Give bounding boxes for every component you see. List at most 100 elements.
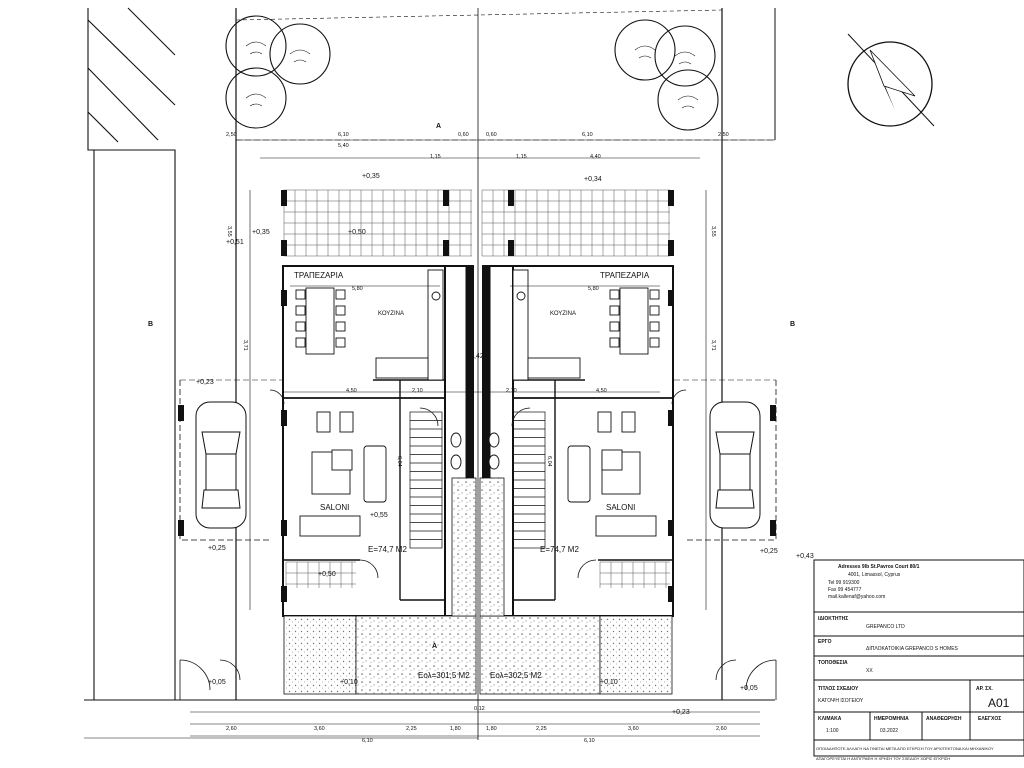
dim-text: 2,10 bbox=[412, 388, 423, 394]
dim-text: 2,50 bbox=[718, 132, 729, 138]
area-label-left: E=74,7 M2 bbox=[368, 545, 407, 554]
dim-text: 0,12 bbox=[474, 706, 485, 712]
room-label-saloni-left: SALONI bbox=[320, 503, 349, 512]
dim-text: 3,60 bbox=[628, 726, 639, 732]
dimension-lines bbox=[190, 139, 775, 737]
dim-text: 1,80 bbox=[486, 726, 497, 732]
location-value: ΧΧ bbox=[866, 668, 873, 674]
room-label-kitchen-left: ΚΟΥΖΙΝΑ bbox=[378, 311, 404, 317]
dim-text: 2,25 bbox=[406, 726, 417, 732]
dim-text: 5,80 bbox=[588, 286, 599, 292]
drawing-number: A01 bbox=[988, 696, 1010, 710]
level-labels: +0,35 +0,34 +0,35 +0,50 +0,42 +0,55 +0,2… bbox=[196, 173, 814, 716]
dim-text: 6,04 bbox=[546, 456, 552, 467]
check-label: ΕΛΕΓΧΟΣ bbox=[978, 716, 1001, 722]
level-marker: +0,25 bbox=[208, 545, 226, 552]
dim-text: 4,40 bbox=[590, 154, 601, 160]
level-marker: +0,43 bbox=[796, 553, 814, 560]
dim-text: 2,60 bbox=[716, 726, 727, 732]
level-marker: +0,23 bbox=[672, 709, 690, 716]
neighbor-hatching bbox=[87, 7, 176, 700]
level-marker: +0,35 bbox=[362, 173, 380, 180]
drawing-title-label: ΤΙΤΛΟΣ ΣΧΕΔΙΟΥ bbox=[818, 686, 859, 692]
level-marker: +0,05 bbox=[740, 685, 758, 692]
owner-value: GREPANCO LTD bbox=[866, 624, 905, 630]
dim-text: 3,71 bbox=[710, 340, 716, 351]
level-marker: +0,42 bbox=[466, 353, 484, 360]
dim-text: 0,60 bbox=[458, 132, 469, 138]
level-marker: +0,34 bbox=[584, 176, 602, 183]
room-label-kitchen-right: ΚΟΥΖΙΝΑ bbox=[550, 311, 576, 317]
level-marker: +0,51 bbox=[226, 239, 244, 246]
dim-text: 4,50 bbox=[346, 388, 357, 394]
columns bbox=[178, 190, 776, 602]
level-marker: +0,25 bbox=[760, 548, 778, 555]
office-email: mail.kallenaf@yahoo.com bbox=[828, 594, 885, 600]
dim-text: 5,40 bbox=[338, 143, 349, 149]
trees bbox=[225, 15, 719, 131]
level-marker: +0,50 bbox=[348, 229, 366, 236]
drawing-no-label: ΑΡ. ΣΧ. bbox=[976, 686, 993, 692]
dim-text: 6,10 bbox=[338, 132, 349, 138]
area-label-right: E=74,7 M2 bbox=[540, 545, 579, 554]
room-label-dining-left: ΤΡΑΠΕΖΑΡΙΑ bbox=[294, 271, 344, 280]
garden bbox=[283, 477, 673, 695]
office-fax: Fax 99 454777 bbox=[828, 587, 862, 593]
project-label: ΕΡΓΟ bbox=[818, 639, 832, 645]
section-marker-a-bottom: A bbox=[432, 643, 437, 650]
level-marker: +0,10 bbox=[340, 679, 358, 686]
revision-label: ΑΝΑΘΕΩΡΗΣΗ bbox=[926, 716, 962, 722]
dim-text: 1,80 bbox=[450, 726, 461, 732]
stairs bbox=[409, 411, 546, 549]
office-address: Adresses 9lb St.Pavros Court 80/1 bbox=[838, 564, 920, 570]
dim-text: 5,80 bbox=[352, 286, 363, 292]
note-line-1: ΟΠΟΙΑΔΗΠΟΤΕ ΑΛΛΑΓΗ ΝΑ ΓΙΝΕΤΑΙ ΜΕΤΑ ΑΠΟ Ε… bbox=[816, 746, 994, 751]
dim-text: 6,10 bbox=[584, 738, 595, 744]
dim-text: 3,55 bbox=[710, 226, 716, 237]
scale-label: ΚΛΙΜΑΚΑ bbox=[818, 716, 842, 722]
note-line-2: ΑΠΑΓΟΡΕΥΕΤΑΙ Η ΑΝΤΙΓΡΑΦΗ Η ΧΡΗΣΗ ΤΟΥ ΣΧΕ… bbox=[816, 756, 950, 761]
level-marker: +0,50 bbox=[318, 571, 336, 578]
car-icon bbox=[195, 401, 761, 529]
door-swings bbox=[179, 389, 777, 700]
owner-label: ΙΔΙΟΚΤΗΤΗΣ bbox=[818, 616, 848, 622]
title-block bbox=[813, 559, 1024, 757]
plot-boundary bbox=[84, 8, 776, 740]
dim-text: 3,60 bbox=[314, 726, 325, 732]
section-marker-b-right: B bbox=[790, 321, 795, 328]
drawing-title-value: ΚΑΤΟΨΗ ΙΣΟΓΕΙΟΥ bbox=[818, 698, 864, 704]
dim-text: 3,71 bbox=[242, 340, 248, 351]
plot-area-left: Eολ=301,5 M2 bbox=[418, 671, 470, 680]
dim-text: 0,60 bbox=[486, 132, 497, 138]
plot-area-right: Eολ=302,5 M2 bbox=[490, 671, 542, 680]
furniture bbox=[295, 269, 660, 537]
dim-text: 6,10 bbox=[362, 738, 373, 744]
project-value: ΔΙΠΛΟΚΑΤΟΙΚΙΑ GREPANCO S HOMES bbox=[866, 646, 959, 652]
room-label-dining-right: ΤΡΑΠΕΖΑΡΙΑ bbox=[600, 271, 650, 280]
section-marker-a-top: A bbox=[436, 123, 441, 130]
room-label-saloni-right: SALONI bbox=[606, 503, 635, 512]
section-marker-b-left: B bbox=[148, 321, 153, 328]
dim-text: 2,50 bbox=[226, 132, 237, 138]
office-tel: Tel 99 919300 bbox=[828, 580, 860, 586]
walls bbox=[282, 265, 674, 617]
room-labels: ΤΡΑΠΕΖΑΡΙΑ ΤΡΑΠΕΖΑΡΙΑ ΚΟΥΖΙΝΑ ΚΟΥΖΙΝΑ SA… bbox=[148, 123, 795, 680]
dim-text: 6,04 bbox=[396, 456, 402, 467]
dim-text: 2,60 bbox=[226, 726, 237, 732]
level-marker: +0,10 bbox=[600, 679, 618, 686]
dim-text: 4,50 bbox=[596, 388, 607, 394]
date-value: 03.2022 bbox=[880, 728, 898, 734]
office-city: 4001, Limassol, Cyprus bbox=[848, 572, 901, 578]
location-label: ΤΟΠΟΘΕΣΙΑ bbox=[818, 660, 848, 666]
dimension-labels: 2,50 6,10 0,60 0,60 6,10 2,50 5,40 1,15 … bbox=[226, 132, 729, 744]
dim-text: 1,15 bbox=[430, 154, 441, 160]
level-marker: +0,35 bbox=[252, 229, 270, 236]
parking bbox=[179, 379, 777, 541]
dim-text: 2,10 bbox=[506, 388, 517, 394]
title-block-text: Adresses 9lb St.Pavros Court 80/1 4001, … bbox=[816, 564, 1010, 761]
level-marker: +0,55 bbox=[370, 512, 388, 519]
north-arrow-icon bbox=[847, 33, 935, 127]
date-label: ΗΜΕΡΟΜΗΝΙΑ bbox=[874, 716, 909, 722]
level-marker: +0,05 bbox=[208, 679, 226, 686]
